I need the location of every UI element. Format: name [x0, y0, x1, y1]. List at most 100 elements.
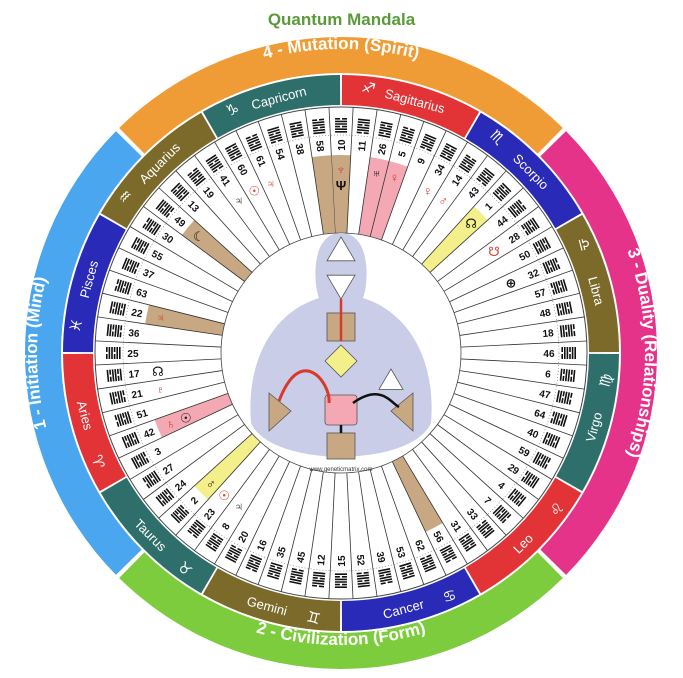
hexagram-icon	[311, 571, 326, 588]
sign-segment-pisces	[63, 214, 126, 353]
sign-segment-sagittarius	[341, 75, 480, 138]
gate-number: 53	[393, 546, 407, 560]
gate-number: 38	[293, 143, 306, 156]
planet-glyph: ♂	[438, 193, 448, 208]
gate-number: 36	[128, 328, 141, 340]
root-center	[326, 432, 356, 460]
hexagram-icon	[356, 118, 371, 135]
gate-number: 6	[545, 369, 552, 381]
gate-number: 9	[416, 156, 428, 166]
sign-segment-leo	[465, 477, 582, 594]
hexagram-icon	[205, 154, 224, 174]
planet-glyph: ☊	[152, 364, 164, 379]
hexagram-icon	[187, 167, 206, 187]
solar-plexus-center	[390, 392, 414, 432]
hexagram-icon	[520, 470, 540, 489]
hexagram-icon	[335, 117, 348, 133]
gate-highlight	[145, 304, 225, 336]
gate-number: 59	[516, 445, 531, 460]
hexagram-icon	[458, 154, 477, 174]
ajna-center	[326, 274, 356, 300]
gate-number: 50	[518, 249, 533, 264]
gate-number: 47	[538, 389, 551, 402]
gate-number: 10	[337, 139, 348, 151]
hexagram-icon	[121, 431, 140, 449]
hexagram-icon	[109, 390, 126, 405]
planet-glyph: ⊕	[506, 276, 517, 291]
gate-number: 54	[272, 147, 286, 161]
planet-glyph: ☾	[193, 229, 205, 244]
credit-text: www.geneticmatrix.com	[308, 467, 372, 473]
sign-segment-virgo	[556, 353, 619, 492]
hexagram-icon	[378, 121, 393, 139]
gate-number: 63	[135, 287, 149, 301]
hexagram-icon	[312, 118, 326, 135]
sign-glyph: ♋	[441, 587, 458, 607]
planet-glyph: ♂	[206, 476, 216, 491]
gate-highlight	[181, 219, 253, 282]
sign-segment-gemini	[202, 568, 341, 631]
planet-glyph: ☊	[465, 216, 477, 231]
sign-segment-capricorn	[202, 75, 341, 138]
gate-number: 48	[539, 307, 552, 320]
channel-line	[277, 369, 331, 404]
hexagram-icon	[114, 278, 132, 295]
planet-glyph: ♃	[234, 193, 244, 208]
hexagram-icon	[267, 126, 283, 144]
hexagram-icon	[419, 554, 437, 573]
gate-number: 39	[374, 551, 387, 564]
gate-highlight	[331, 155, 351, 234]
g-center	[324, 344, 358, 378]
gate-number: 3	[153, 446, 163, 459]
hexagram-icon	[356, 571, 370, 588]
gate-highlight	[392, 455, 443, 533]
gate-number: 26	[377, 142, 390, 155]
gate-number: 37	[141, 268, 156, 283]
hexagram-icon	[520, 217, 540, 236]
hexagram-icon	[542, 257, 561, 275]
hexagram-icon	[142, 470, 162, 489]
planet-glyph: ♄	[166, 416, 176, 431]
hexagram-icon	[507, 199, 527, 218]
gate-highlight	[311, 155, 336, 235]
gate-number: 8	[221, 521, 233, 532]
sign-segment-libra	[556, 214, 619, 353]
gate-highlight	[154, 393, 233, 438]
planet-glyph: ♆	[336, 162, 346, 177]
hexagram-icon	[439, 544, 458, 564]
hexagram-icon	[559, 324, 576, 338]
bodygraph: www.geneticmatrix.com	[220, 232, 462, 474]
gate-number: 4	[495, 480, 507, 492]
hexagram-icon	[559, 368, 576, 383]
gate-number: 58	[313, 140, 325, 153]
hexagram-icon	[439, 142, 458, 162]
planet-glyph: ☉	[218, 488, 230, 503]
sign-name: Libra	[585, 275, 607, 308]
gate-number: 18	[542, 328, 555, 340]
planet-glyph: ☉	[248, 184, 260, 199]
hexagram-icon	[245, 554, 263, 573]
hexagram-icon	[187, 519, 206, 539]
hexagram-icon	[458, 532, 477, 552]
hexagram-icon	[130, 451, 150, 470]
zodiac-sign-ring: ♑Capricorn♐Sagittarius♏Scorpio♎Libra♍Vir…	[63, 75, 619, 631]
sign-segment-taurus	[100, 477, 217, 594]
gate-number: 11	[357, 140, 369, 152]
hexagram-icon	[266, 562, 283, 580]
hexagram-icon	[555, 390, 573, 405]
hexagram-icon	[476, 519, 495, 539]
planet-glyph: ☉	[180, 410, 192, 425]
planet-glyph: Ψ	[336, 178, 347, 193]
hexagram-icon	[399, 126, 416, 144]
head-center	[326, 236, 356, 262]
hexagram-icon	[532, 451, 552, 470]
hexagram-icon	[550, 279, 568, 295]
gate-number: 46	[543, 349, 555, 360]
quarter-ring: 4 - Mutation (Spirit)3 - Duality (Relati…	[22, 34, 660, 670]
hexagram-icon	[378, 568, 393, 585]
hexagram-icon	[155, 488, 175, 507]
hexagram-icon	[289, 567, 304, 585]
gate-number: 17	[128, 369, 141, 381]
hexagram-icon	[224, 142, 243, 162]
hexagram-icon	[170, 504, 190, 524]
